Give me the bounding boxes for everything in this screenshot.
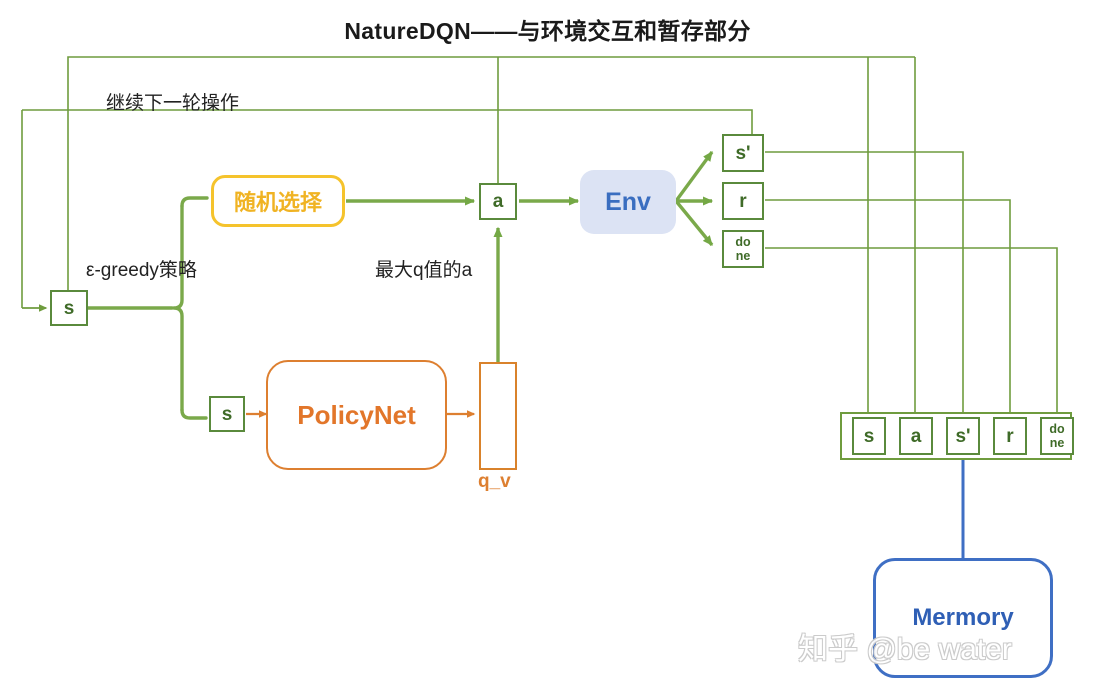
memory-box[interactable]: Mermory [873,558,1053,678]
thin-green-routing [21,56,1058,415]
tuple-s-label: s [863,425,875,447]
reward-box[interactable]: r [722,182,764,220]
env-label: Env [605,187,651,216]
tuple-done-line2: ne [1049,436,1065,450]
tuple-s-prime-label: s' [955,425,971,447]
tuple-r-label: r [1006,425,1014,447]
reward-label: r [739,190,747,212]
memory-label: Mermory [912,604,1014,631]
tuple-done-line1: do [1049,421,1065,436]
q-value-box[interactable] [479,362,517,470]
env-box[interactable]: Env [580,170,676,234]
tuple-s-prime[interactable]: s' [946,417,980,455]
max-q-action-label: 最大q值的a [375,260,473,281]
action-box-label: a [492,191,504,212]
random-select-box[interactable]: 随机选择 [211,175,345,227]
done-label-line2: ne [735,249,751,263]
policy-net-box[interactable]: PolicyNet [266,360,447,470]
action-box[interactable]: a [479,183,517,220]
policy-branch [86,196,209,420]
page-title: NatureDQN——与环境交互和暂存部分 [344,18,751,44]
next-state-label: s' [735,142,751,164]
tuple-s[interactable]: s [852,417,886,455]
tuple-a-label: a [910,425,922,447]
done-label-line1: do [735,234,751,249]
state-box[interactable]: s [50,290,88,326]
policy-net-label: PolicyNet [297,399,416,430]
policy-state-box[interactable]: s [209,396,245,432]
done-box[interactable]: do ne [722,230,764,268]
policy-state-label: s [221,403,233,425]
tuple-a[interactable]: a [899,417,933,455]
tuple-r[interactable]: r [993,417,1027,455]
epsilon-greedy-label: ε-greedy策略 [86,260,197,281]
state-box-label: s [63,297,75,319]
q-value-label: q_v [478,471,511,492]
env-outputs [674,150,714,247]
next-state-box[interactable]: s' [722,134,764,172]
random-select-label: 随机选择 [233,190,322,215]
next-round-label: 继续下一轮操作 [106,93,240,114]
tuple-done[interactable]: do ne [1040,417,1074,455]
